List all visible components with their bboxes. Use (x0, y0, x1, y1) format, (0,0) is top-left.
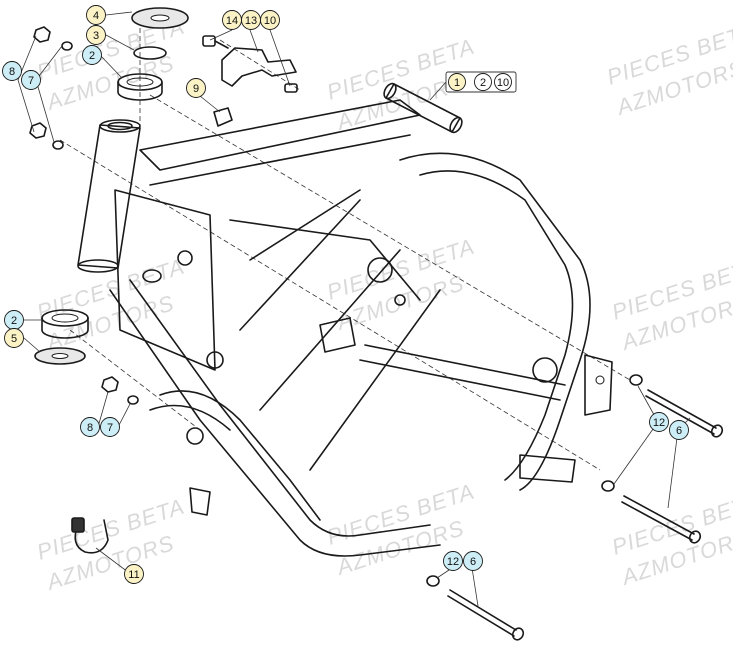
callout-6-right-circle (669, 420, 689, 440)
callout-7-top-label: 7 (28, 75, 34, 87)
callout-10-top[interactable]: 10 (260, 10, 280, 30)
callout-10-box[interactable]: 10 (494, 73, 512, 91)
callout-1-label: 1 (454, 77, 460, 89)
assembly-axes (59, 12, 631, 471)
washer-bottom (426, 575, 440, 587)
callout-2-box[interactable]: 2 (474, 73, 492, 91)
head-tube (77, 119, 141, 273)
callout-1[interactable]: 1 (448, 73, 466, 91)
callout-7-lower[interactable]: 7 (100, 417, 120, 437)
lower-bearing (41, 309, 89, 339)
callout-10-top-circle (260, 10, 280, 30)
callout-4-label: 4 (93, 10, 99, 22)
callout-2-top-circle (82, 45, 102, 65)
callout-10-box-label: 10 (497, 77, 509, 89)
cross-tube (383, 82, 463, 134)
hex-nut-upper (33, 26, 51, 43)
callout-9-label: 9 (193, 83, 199, 95)
callout-6-right-label: 6 (676, 425, 682, 437)
callout-4-circle (86, 5, 106, 25)
callout-12-bottom[interactable]: 12 (443, 551, 463, 571)
callout-11-circle (124, 564, 144, 584)
callout-11[interactable]: 11 (124, 564, 144, 584)
bracket-assembly (202, 35, 298, 93)
lower-seal (34, 347, 86, 365)
callouts: 4 3 2 8 7 14 13 10 (2, 5, 689, 584)
callout-8-top[interactable]: 8 (2, 61, 22, 81)
callout-8-top-label: 8 (9, 66, 15, 78)
cable-tie (71, 517, 109, 554)
callout-12-bottom-label: 12 (447, 556, 459, 568)
callout-2-lower-label: 2 (11, 315, 17, 327)
callout-7-lower-label: 7 (107, 422, 113, 434)
washer-right-lower (601, 480, 615, 492)
callout-7-top[interactable]: 7 (21, 70, 41, 90)
callout-12-right-label: 12 (653, 417, 665, 429)
callout-8-lower-circle (80, 417, 100, 437)
callout-2-top[interactable]: 2 (82, 45, 102, 65)
upper-bearing (117, 73, 163, 101)
callout-2-lower[interactable]: 2 (4, 310, 24, 330)
callout-9[interactable]: 9 (186, 78, 206, 98)
callout-8-lower-label: 8 (87, 422, 93, 434)
callout-8-lower[interactable]: 8 (80, 417, 100, 437)
callout-2-top-label: 2 (89, 50, 95, 62)
bolt-right-upper (645, 389, 724, 438)
washer-lower (127, 395, 139, 405)
callout-13[interactable]: 13 (241, 10, 261, 30)
callout-3-circle (86, 25, 106, 45)
bolt-bottom (447, 589, 525, 641)
callout-9-circle (186, 78, 206, 98)
hex-nut-mid (29, 122, 47, 139)
callout-leaders (17, 11, 691, 607)
main-frame (109, 99, 613, 557)
callout-11-label: 11 (128, 569, 139, 581)
callout-2-box-circle (474, 73, 492, 91)
callout-3-label: 3 (93, 30, 99, 42)
callout-5-circle (4, 328, 24, 348)
callout-13-label: 13 (245, 15, 257, 27)
upper-washer (133, 46, 167, 60)
callout-6-bottom-label: 6 (470, 556, 476, 568)
callout-5-label: 5 (11, 333, 17, 345)
callout-12-right-circle (649, 412, 669, 432)
callout-12-right[interactable]: 12 (649, 412, 669, 432)
callout-5[interactable]: 5 (4, 328, 24, 348)
clip-nut (213, 107, 233, 127)
callout-2-box-label: 2 (480, 77, 486, 89)
washer-right-upper (629, 374, 643, 386)
callout-3[interactable]: 3 (86, 25, 106, 45)
callout-14[interactable]: 14 (222, 10, 242, 30)
callout-10-top-label: 10 (264, 15, 276, 27)
callout-8-top-circle (2, 61, 22, 81)
bolt-right-lower (621, 495, 702, 544)
callout-1-circle (448, 73, 466, 91)
callout-6-bottom-circle (463, 551, 483, 571)
callout-14-label: 14 (226, 15, 238, 27)
washer-mid (52, 140, 64, 150)
callout-6-bottom[interactable]: 6 (463, 551, 483, 571)
callout-7-top-circle (21, 70, 41, 90)
callout-12-bottom-circle (443, 551, 463, 571)
hex-nut-lower (101, 376, 119, 393)
callout-4[interactable]: 4 (86, 5, 106, 25)
callout-10-box-circle (494, 73, 512, 91)
top-dust-seal (131, 7, 189, 29)
callout-6-right[interactable]: 6 (669, 420, 689, 440)
callout-7-lower-circle (100, 417, 120, 437)
washer-upper (61, 41, 73, 51)
